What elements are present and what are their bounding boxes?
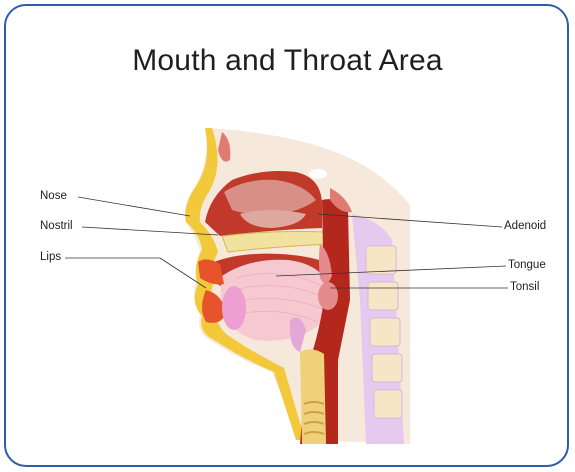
label-tongue: Tongue <box>508 259 546 271</box>
label-nose: Nose <box>40 190 67 202</box>
label-lips: Lips <box>40 251 61 263</box>
larynx <box>300 349 326 444</box>
label-tonsil: Tonsil <box>510 281 539 293</box>
label-nostril: Nostril <box>40 220 73 232</box>
nose-leader <box>78 197 190 216</box>
tonsil <box>318 282 338 310</box>
label-adenoid: Adenoid <box>504 220 546 232</box>
chin-tissue <box>222 286 246 330</box>
